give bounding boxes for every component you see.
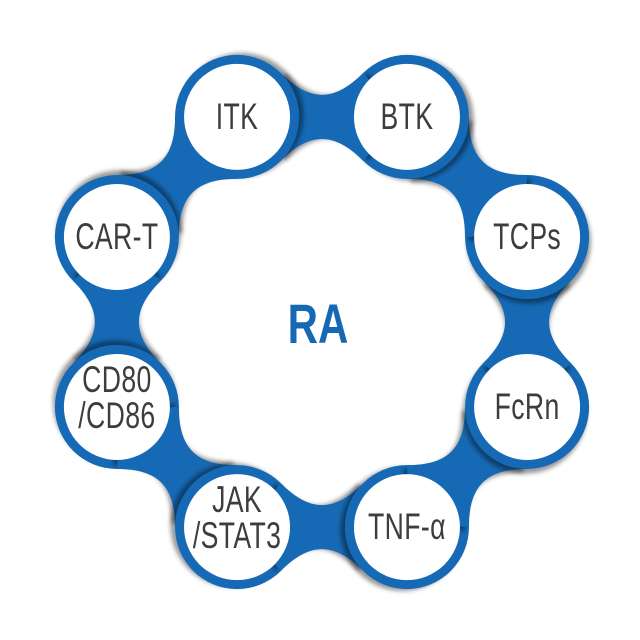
node-label-tcps: TCPs xyxy=(493,216,561,257)
node-face-tcps xyxy=(474,184,581,291)
node-face-jak-stat3 xyxy=(184,474,291,581)
node-label-cd80-cd86: CD80/CD86 xyxy=(78,359,155,436)
node-face-cd80-cd86 xyxy=(63,353,170,460)
node-label-itk: ITK xyxy=(216,96,259,137)
node-faces xyxy=(63,63,581,581)
node-face-btk xyxy=(353,63,460,170)
node-face-fcrn xyxy=(474,353,581,460)
node-label-fcrn: FcRn xyxy=(495,386,560,427)
node-label-btk: BTK xyxy=(381,96,434,137)
node-face-itk xyxy=(184,63,291,170)
node-face-tnf-alpha xyxy=(353,474,460,581)
node-face-car-t xyxy=(63,184,170,291)
node-label-tnf-alpha: TNF-α xyxy=(368,506,446,547)
node-label-jak-stat3: JAK/STAT3 xyxy=(193,479,281,556)
node-label-car-t: CAR-T xyxy=(75,216,158,257)
center-label: RA xyxy=(288,293,349,355)
